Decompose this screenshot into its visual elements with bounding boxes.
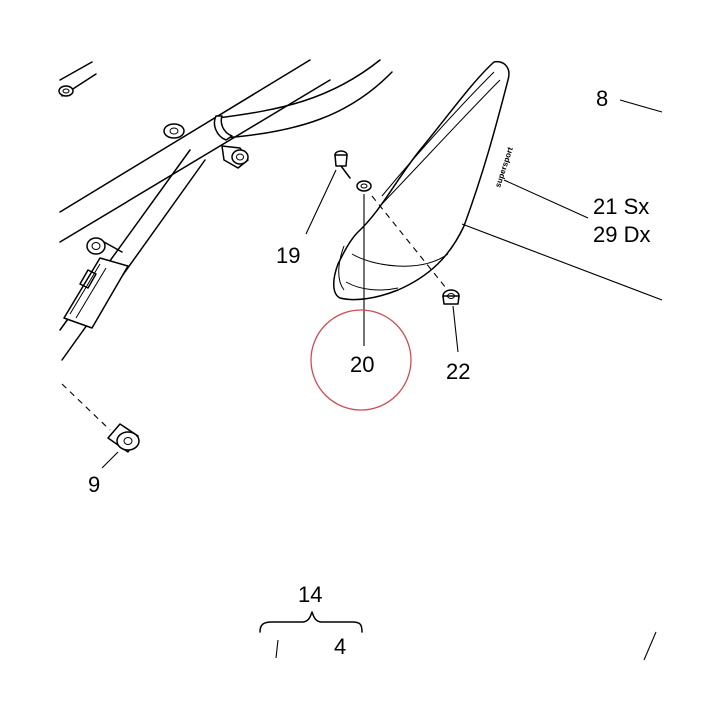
callout-19: 19 — [276, 243, 300, 268]
mounting-lug-lower — [86, 237, 123, 255]
fairing-decal-text: supersport — [493, 146, 515, 189]
nut-22 — [442, 289, 460, 305]
leader-21 — [503, 179, 589, 219]
assembly-line-9 — [61, 383, 111, 431]
callout-21-sx: 21 Sx — [593, 194, 649, 219]
side-fairing-panel: supersport — [333, 60, 515, 301]
highlight-circle — [310, 309, 412, 411]
mounting-lug-middle — [221, 145, 249, 169]
callout-20: 20 — [350, 352, 374, 377]
callout-9: 9 — [88, 472, 100, 497]
assembly-line-22 — [371, 195, 447, 289]
leader-22 — [452, 305, 459, 353]
screw-19 — [334, 150, 351, 179]
callout-14: 14 — [298, 582, 322, 607]
washer-20 — [356, 180, 372, 192]
leader-fairing — [461, 223, 663, 301]
callout-8: 8 — [596, 86, 608, 111]
right-crop-mask — [662, 0, 720, 720]
callout-4: 4 — [334, 634, 346, 659]
callout-22: 22 — [446, 359, 470, 384]
mounting-lug-upper — [163, 123, 185, 139]
brace-14 — [259, 611, 363, 633]
leader-19 — [305, 169, 337, 235]
leader-9 — [101, 451, 119, 469]
leader-right-edge — [643, 631, 657, 661]
leader-14-sub — [275, 639, 279, 659]
leader-8 — [619, 99, 663, 113]
callout-29-dx: 29 Dx — [593, 222, 650, 247]
spacer-9 — [107, 423, 140, 453]
frame-tubes — [58, 59, 393, 361]
